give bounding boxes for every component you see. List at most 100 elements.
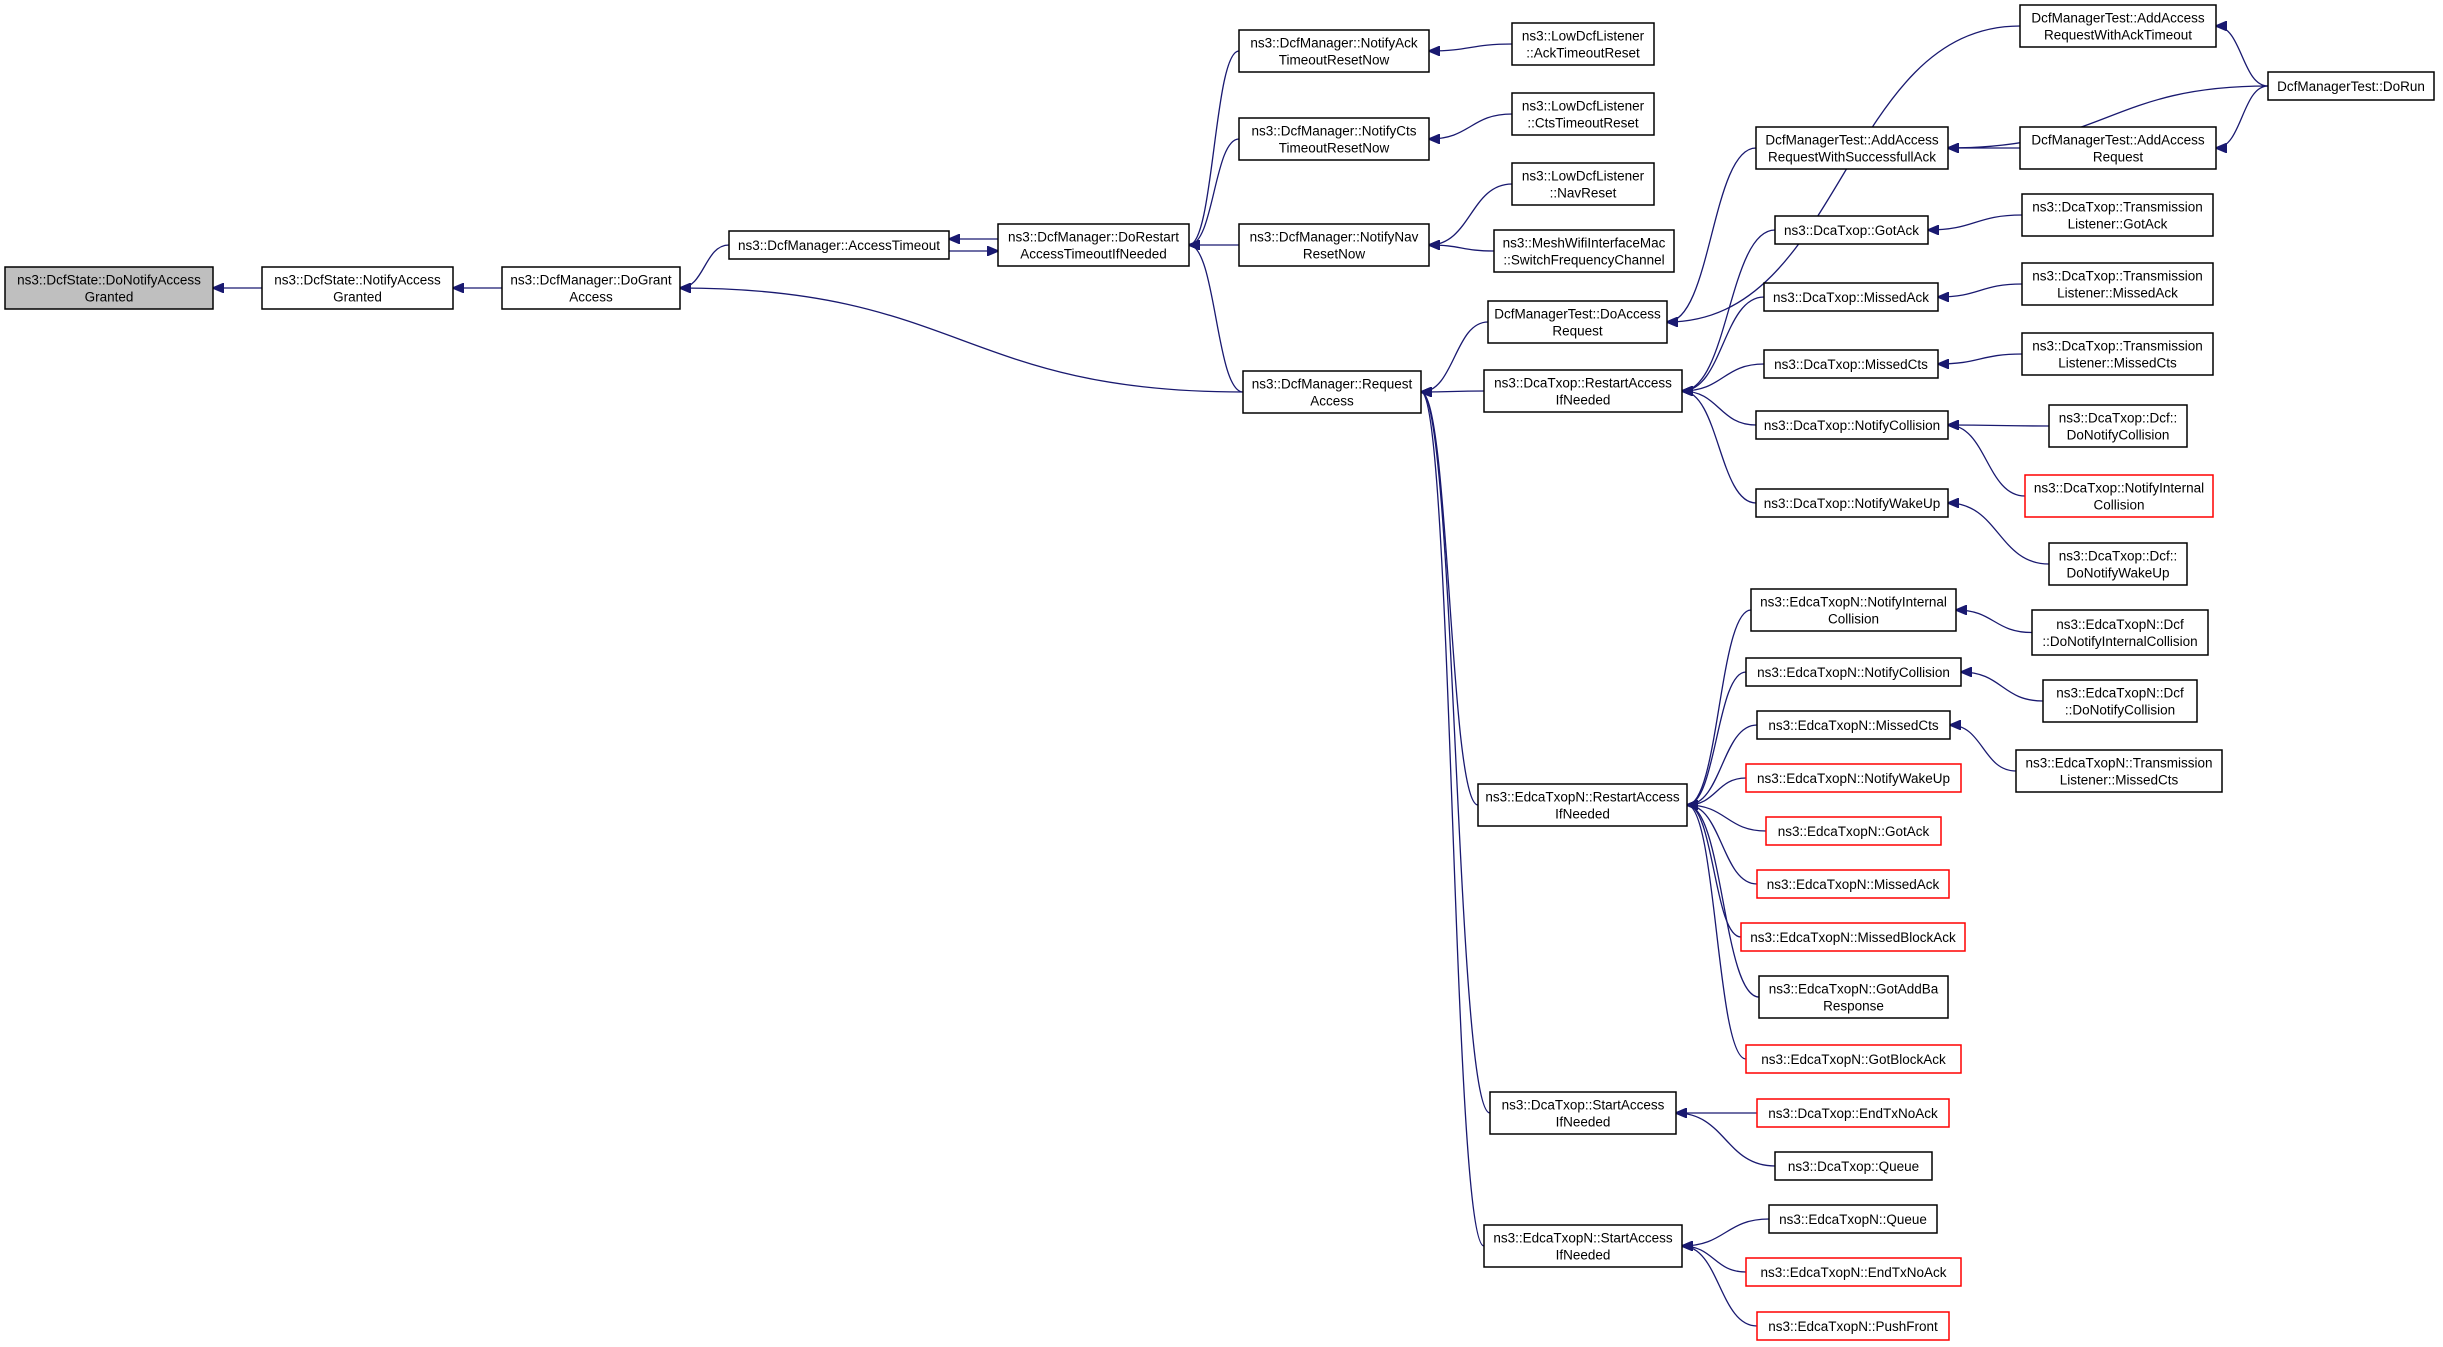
node-label: ns3::EdcaTxopN::Queue	[1779, 1212, 1927, 1227]
node-dcfmanager_accesstimeout[interactable]: ns3::DcfManager::AccessTimeout	[728, 230, 950, 260]
node-dcatxop_notifycollision[interactable]: ns3::DcaTxop::NotifyCollision	[1755, 410, 1949, 440]
node-label: ns3::DcaTxop::NotifyCollision	[1764, 418, 1940, 433]
edge-dcftest_dorun-to-dcftest_addsuccess	[1948, 85, 2269, 148]
node-edca_tl_missedcts[interactable]: ns3::EdcaTxopN::TransmissionListener::Mi…	[2015, 749, 2223, 793]
node-edca_dcf_donotifycollision[interactable]: ns3::EdcaTxopN::Dcf::DoNotifyCollision	[2042, 679, 2198, 723]
node-label: ::DoNotifyInternalCollision	[2042, 634, 2197, 649]
node-dcftest_dorun[interactable]: DcfManagerTest::DoRun	[2267, 71, 2435, 101]
node-box	[1755, 410, 1949, 440]
node-edca_queue[interactable]: ns3::EdcaTxopN::Queue	[1768, 1204, 1938, 1234]
node-label: Listener::MissedCts	[2060, 773, 2179, 788]
node-edca_notifyinternal[interactable]: ns3::EdcaTxopN::NotifyInternalCollision	[1750, 588, 1957, 632]
node-label: ns3::DcaTxop::StartAccess	[1502, 1098, 1665, 1113]
node-label: ::SwitchFrequencyChannel	[1503, 253, 1664, 268]
node-label: ns3::DcaTxop::GotAck	[1784, 223, 1919, 238]
node-dcatxop_tl_missedack[interactable]: ns3::DcaTxop::TransmissionListener::Miss…	[2021, 262, 2214, 306]
edge-edca_dcf_donotifycollision-to-edca_notifycollision	[1961, 672, 2044, 702]
node-label: ns3::DcfManager::DoRestart	[1008, 230, 1179, 245]
node-dcftest_addtimeout[interactable]: DcfManagerTest::AddAccessRequestWithAckT…	[2019, 4, 2217, 48]
node-box	[2024, 474, 2214, 518]
node-label: ns3::EdcaTxopN::GotAck	[1778, 824, 1930, 839]
node-box	[1745, 763, 1962, 793]
node-label: TimeoutResetNow	[1279, 141, 1390, 156]
node-dcatxop_dcf_donotifywakeup[interactable]: ns3::DcaTxop::Dcf::DoNotifyWakeUp	[2048, 542, 2188, 586]
node-dcatxop_missedcts[interactable]: ns3::DcaTxop::MissedCts	[1763, 349, 1939, 379]
node-edca_gotblockack[interactable]: ns3::EdcaTxopN::GotBlockAck	[1745, 1044, 1962, 1074]
edge-edca_tl_missedcts-to-edca_missedcts	[1950, 725, 2017, 772]
node-label: Request	[2093, 150, 2144, 165]
node-edca_dcf_donotifyinternal[interactable]: ns3::EdcaTxopN::Dcf::DoNotifyInternalCol…	[2031, 609, 2209, 656]
node-label: ns3::MeshWifiInterfaceMac	[1503, 236, 1666, 251]
node-label: ns3::EdcaTxopN::RestartAccess	[1485, 790, 1680, 805]
node-label: ns3::DcaTxop::Transmission	[2032, 269, 2203, 284]
edge-dcfmanager_requestaccess-to-dcfmanager_dogrant	[680, 288, 1244, 393]
edge-dcftest_dorun-to-dcftest_addtimeout	[2216, 26, 2269, 87]
node-edca_notifycollision[interactable]: ns3::EdcaTxopN::NotifyCollision	[1745, 657, 1962, 687]
node-label: ns3::LowDcfListener	[1522, 99, 1645, 114]
node-box	[1238, 223, 1430, 267]
node-box	[1493, 229, 1675, 273]
node-dcatxop_tl_missedcts[interactable]: ns3::DcaTxop::TransmissionListener::Miss…	[2021, 332, 2214, 376]
node-label: ns3::EdcaTxopN::MissedBlockAck	[1750, 930, 1956, 945]
node-dcatxop_tl_gotack[interactable]: ns3::DcaTxop::TransmissionListener::GotA…	[2021, 193, 2214, 237]
node-dcfmanager_dorestart[interactable]: ns3::DcfManager::DoRestartAccessTimeoutI…	[997, 223, 1190, 267]
node-label: ns3::EdcaTxopN::GotAddBa	[1769, 982, 1939, 997]
node-edca_pushfront[interactable]: ns3::EdcaTxopN::PushFront	[1756, 1311, 1950, 1341]
node-edca_missedblockack[interactable]: ns3::EdcaTxopN::MissedBlockAck	[1740, 922, 1966, 952]
node-label: ns3::EdcaTxopN::Dcf	[2056, 686, 2184, 701]
node-edca_gotack[interactable]: ns3::EdcaTxopN::GotAck	[1765, 816, 1942, 846]
node-box	[1756, 869, 1950, 899]
node-dcatxop_gotack[interactable]: ns3::DcaTxop::GotAck	[1774, 215, 1929, 245]
node-box	[1756, 1098, 1950, 1128]
node-lowdcf_cts[interactable]: ns3::LowDcfListener::CtsTimeoutReset	[1511, 92, 1655, 136]
node-box	[1745, 1044, 1962, 1074]
node-label: Collision	[2093, 498, 2144, 513]
node-label: Response	[1823, 999, 1884, 1014]
node-label: Granted	[333, 290, 382, 305]
node-dcatxop_dcf_donotifycollision[interactable]: ns3::DcaTxop::Dcf::DoNotifyCollision	[2048, 404, 2188, 448]
node-edca_missedack[interactable]: ns3::EdcaTxopN::MissedAck	[1756, 869, 1950, 899]
node-box	[2048, 542, 2188, 586]
node-edca_endtxnoack[interactable]: ns3::EdcaTxopN::EndTxNoAck	[1745, 1257, 1962, 1287]
node-label: DcfManagerTest::DoRun	[2277, 79, 2425, 94]
edge-edca_queue-to-edca_startaccess	[1682, 1218, 1770, 1246]
node-dcatxop_queue[interactable]: ns3::DcaTxop::Queue	[1774, 1151, 1933, 1181]
node-label: Collision	[1828, 612, 1879, 627]
node-box	[2031, 609, 2209, 656]
edge-dcftest_addtimeout-to-dcftest_doaccess	[1667, 25, 2021, 322]
node-label: DoNotifyWakeUp	[2066, 566, 2169, 581]
node-lowdcf_ack[interactable]: ns3::LowDcfListener::AckTimeoutReset	[1511, 22, 1655, 66]
node-dcfmanager_notifyack[interactable]: ns3::DcfManager::NotifyAckTimeoutResetNo…	[1238, 29, 1430, 73]
edges-layer	[213, 25, 2269, 1327]
node-box	[261, 266, 454, 310]
node-edca_missedcts[interactable]: ns3::EdcaTxopN::MissedCts	[1756, 710, 1951, 740]
node-box	[2048, 404, 2188, 448]
node-label: ns3::DcaTxop::RestartAccess	[1494, 376, 1672, 391]
node-label: Granted	[85, 290, 134, 305]
node-meshwifi_switch[interactable]: ns3::MeshWifiInterfaceMac::SwitchFrequen…	[1493, 229, 1675, 273]
node-box	[1511, 92, 1655, 136]
node-lowdcf_nav[interactable]: ns3::LowDcfListener::NavReset	[1511, 162, 1655, 206]
node-edca_notifywakeup[interactable]: ns3::EdcaTxopN::NotifyWakeUp	[1745, 763, 1962, 793]
node-dcatxop_endtxnoack[interactable]: ns3::DcaTxop::EndTxNoAck	[1756, 1098, 1950, 1128]
node-dcfmanager_notifycts[interactable]: ns3::DcfManager::NotifyCtsTimeoutResetNo…	[1238, 117, 1430, 161]
edge-dcatxop_queue-to-dcatxop_startaccess	[1676, 1113, 1776, 1167]
node-dcatxop_notifyinternal[interactable]: ns3::DcaTxop::NotifyInternalCollision	[2024, 474, 2214, 518]
node-dcatxop_notifywakeup[interactable]: ns3::DcaTxop::NotifyWakeUp	[1755, 488, 1949, 518]
node-box	[1756, 1311, 1950, 1341]
node-dcatxop_missedack[interactable]: ns3::DcaTxop::MissedAck	[1763, 282, 1939, 312]
node-dcftest_addsuccess[interactable]: DcfManagerTest::AddAccessRequestWithSucc…	[1755, 126, 1949, 170]
